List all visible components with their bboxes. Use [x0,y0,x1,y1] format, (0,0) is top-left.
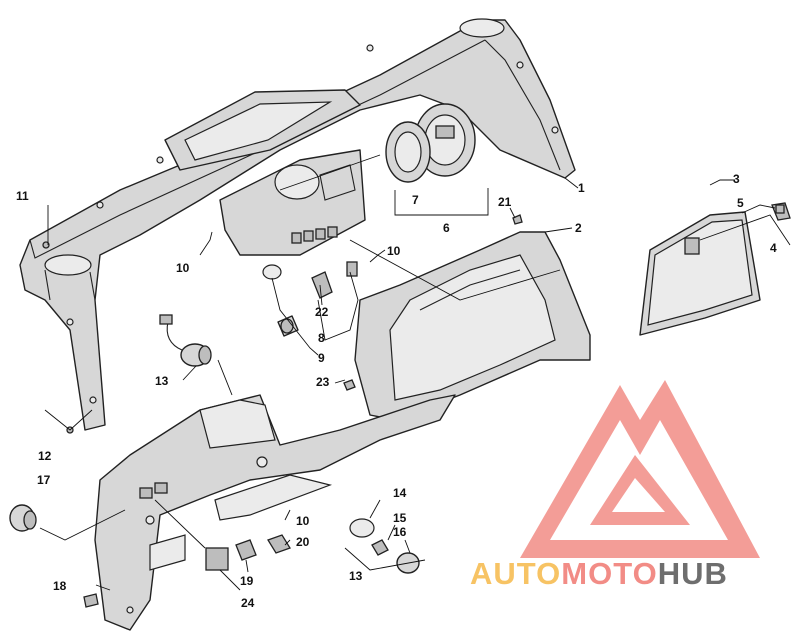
callout-14: 14 [393,486,407,500]
callout-13b: 13 [349,569,363,583]
switch-bank [291,226,338,244]
callout-4: 4 [770,241,777,255]
gauge-assembly [385,103,476,183]
watermark-text: AUTOMOTOHUB [470,556,728,591]
lower-center-panel [354,231,591,421]
callout-10a: 10 [176,261,190,275]
callout-labels: 1 2 3 4 5 6 7 8 9 10 10 10 11 12 13 13 1… [16,172,777,610]
callout-9: 9 [318,351,325,365]
callout-6: 6 [443,221,450,235]
callout-17: 17 [37,473,51,487]
callout-22: 22 [315,305,329,319]
callout-2: 2 [575,221,582,235]
watermark: AUTOMOTOHUB [470,380,760,591]
callout-12: 12 [38,449,52,463]
callout-10c: 10 [296,514,310,528]
callout-21: 21 [498,195,512,209]
leader-lines [39,154,791,591]
callout-15: 15 [393,511,407,525]
lower-dash-panel [94,394,456,631]
callout-7: 7 [412,193,419,207]
callout-16: 16 [393,525,407,539]
callout-5: 5 [737,196,744,210]
callout-18: 18 [53,579,67,593]
callout-13a: 13 [155,374,169,388]
callout-3: 3 [733,172,740,186]
callout-1: 1 [578,181,585,195]
callout-20: 20 [296,535,310,549]
callout-11: 11 [16,189,29,203]
small-components [9,214,523,608]
glove-box-door [639,202,791,336]
callout-24: 24 [241,596,255,610]
callout-8: 8 [318,331,325,345]
upper-dash-panel [19,18,576,431]
callout-19: 19 [240,574,254,588]
callout-23: 23 [316,375,330,389]
callout-10b: 10 [387,244,401,258]
